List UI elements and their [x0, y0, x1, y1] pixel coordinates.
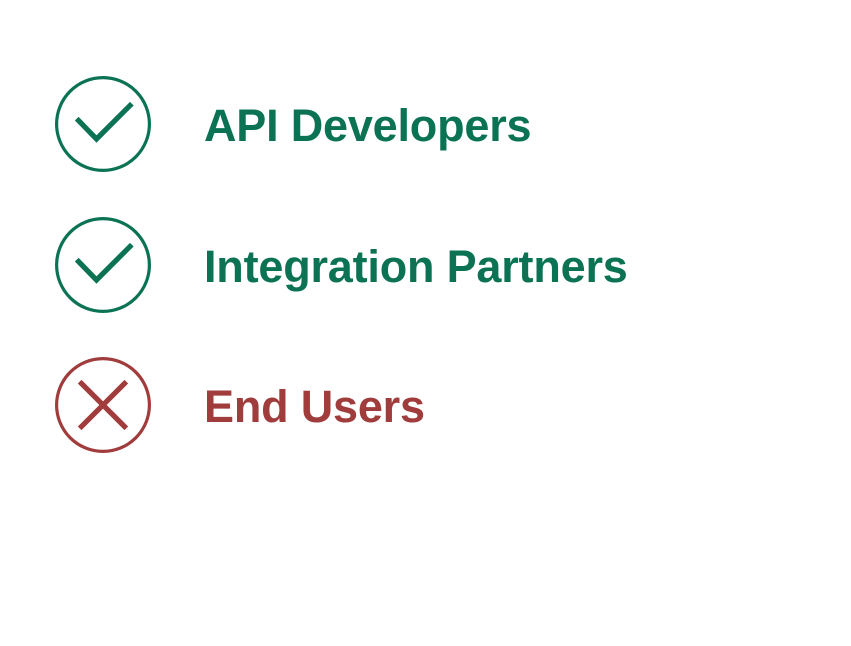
- x-circle-icon: [54, 356, 152, 454]
- list-item[interactable]: End Users: [54, 356, 755, 454]
- list-item-label: Integration Partners: [204, 240, 628, 292]
- list-item[interactable]: Integration Partners: [54, 216, 755, 314]
- check-circle-icon: [54, 75, 152, 173]
- list-item-label: API Developers: [204, 99, 532, 151]
- list-item-label: End Users: [204, 380, 425, 432]
- check-circle-icon: [54, 216, 152, 314]
- list-item[interactable]: API Developers: [54, 75, 755, 173]
